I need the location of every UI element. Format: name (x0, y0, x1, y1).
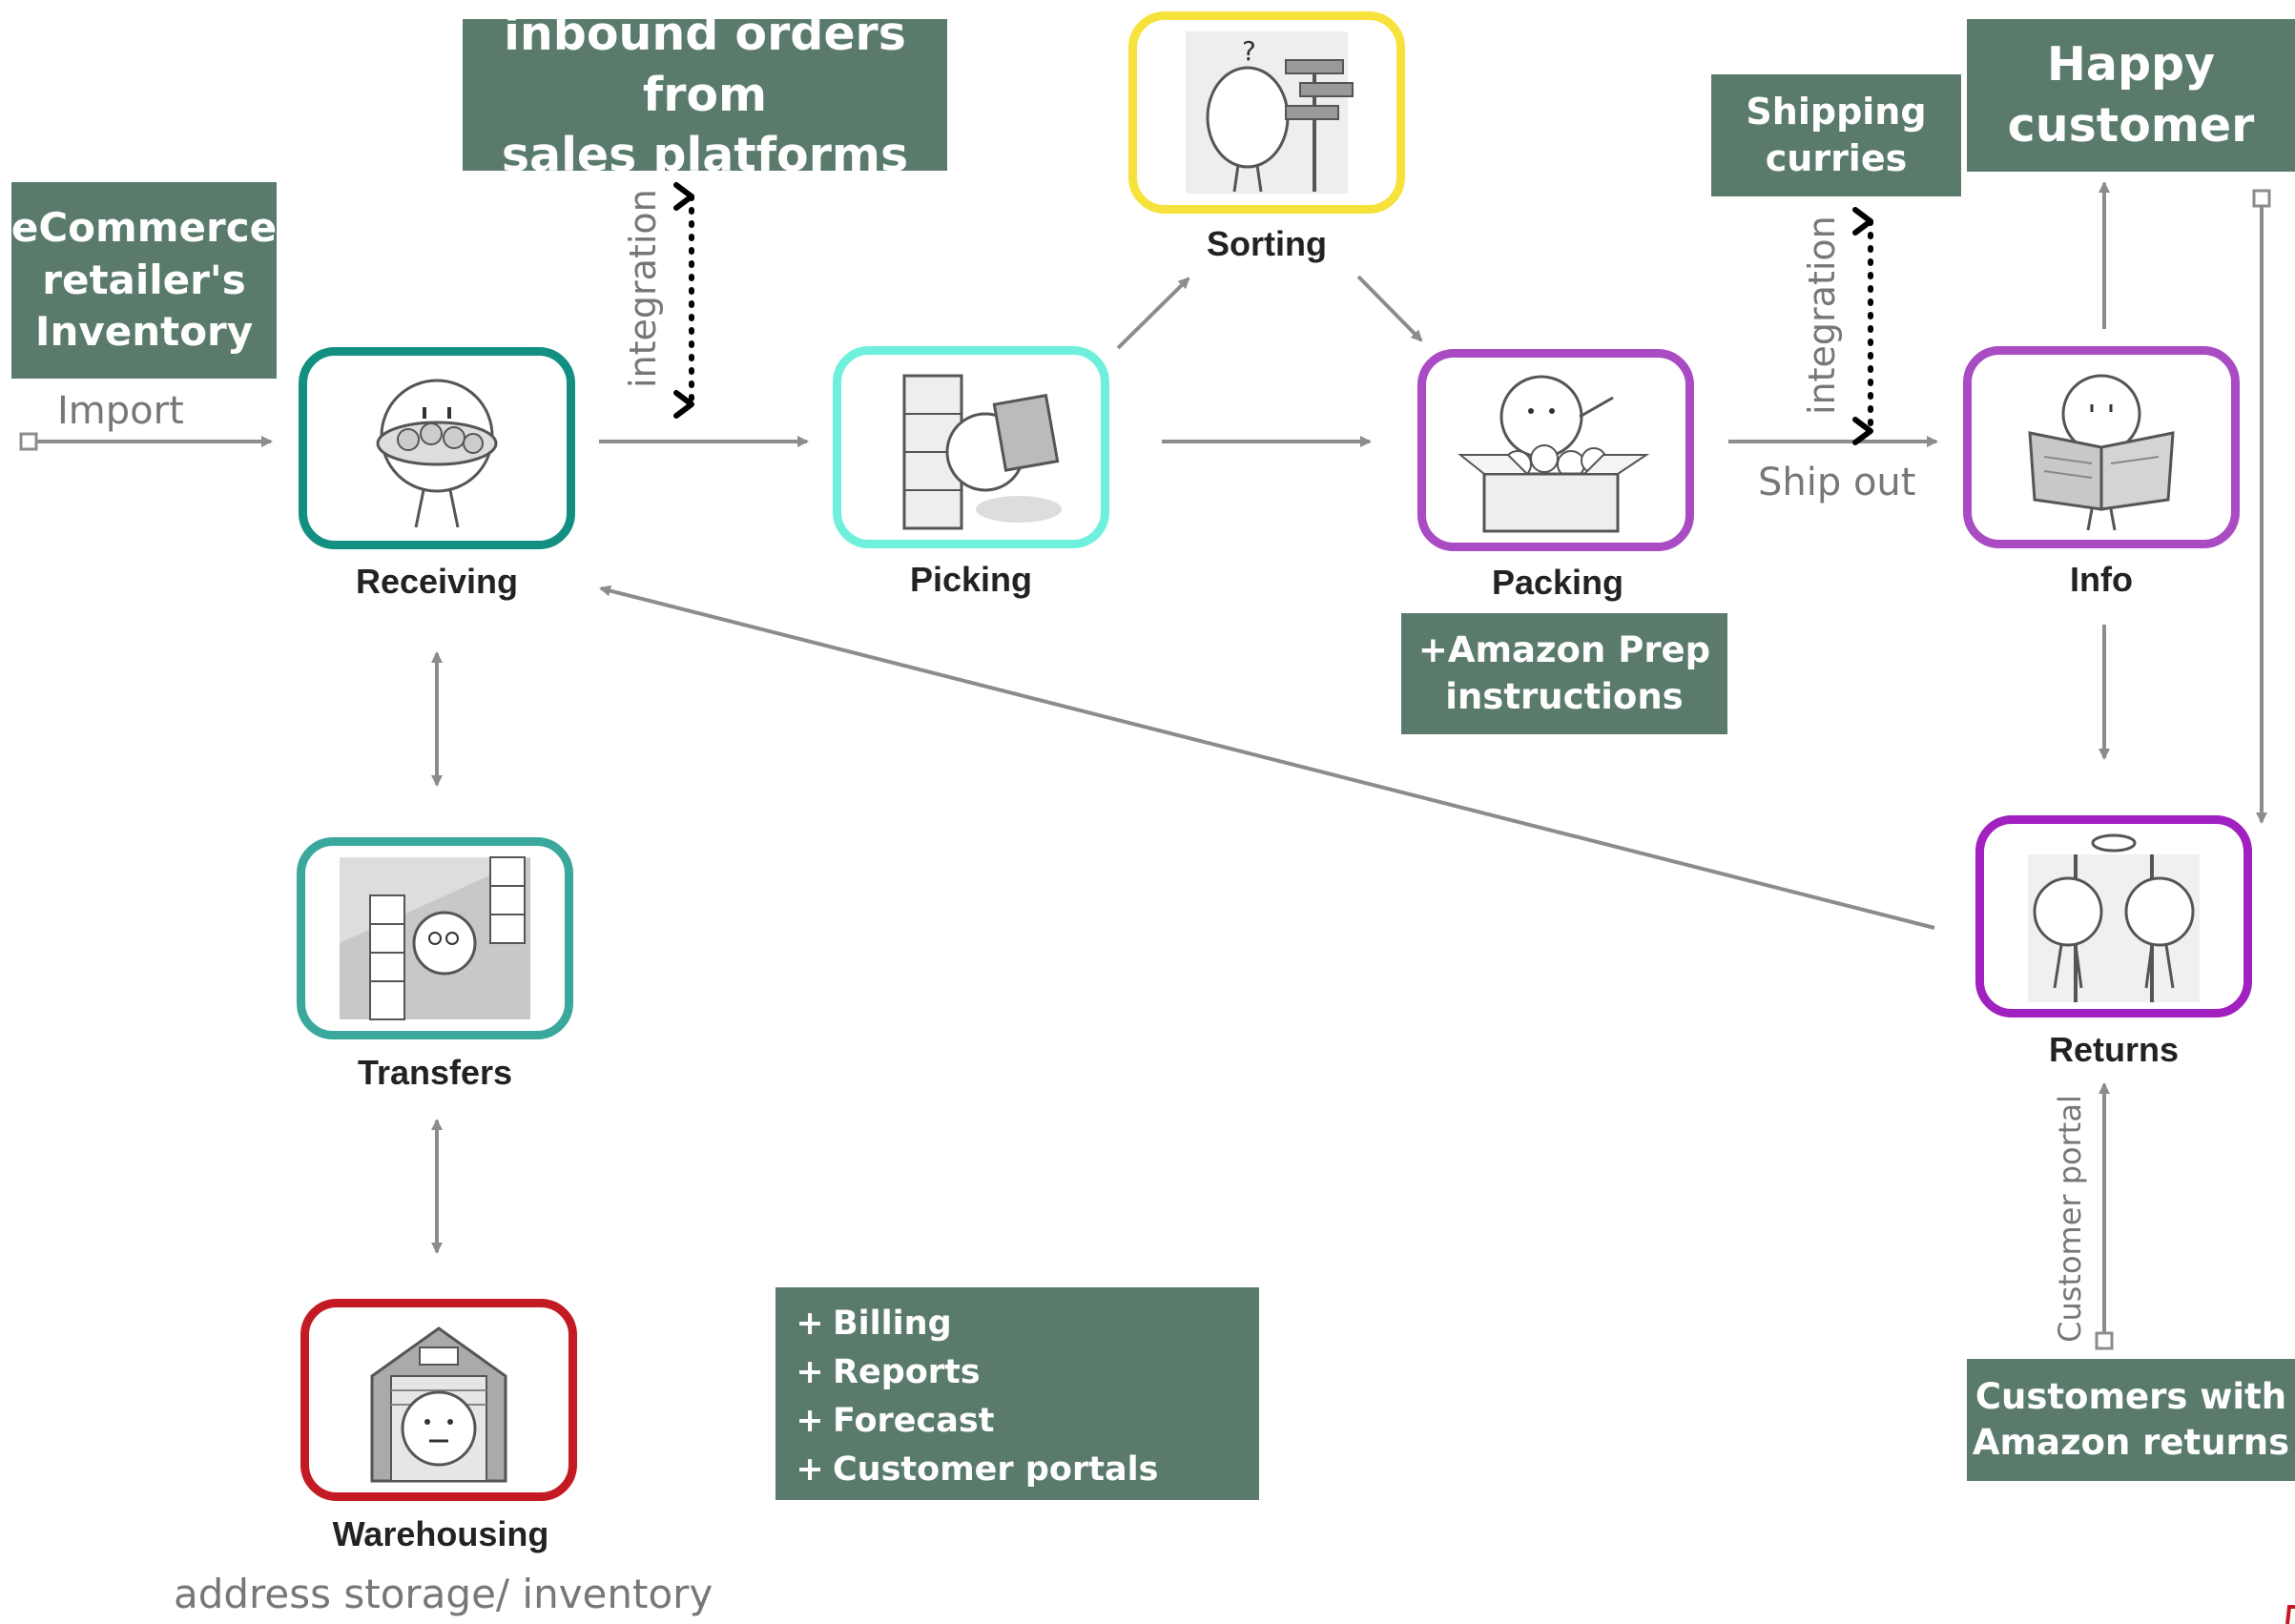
list-item: +Customer portals (787, 1445, 1259, 1493)
import-start-marker (19, 432, 38, 451)
picking-to-sorting-arrow (1116, 277, 1190, 350)
list-item: +Billing (787, 1299, 1259, 1347)
info-node (1963, 346, 2240, 548)
list-item-label: Reports (833, 1352, 981, 1391)
amazon-prep-line-1: +Amazon Prep (1417, 629, 1711, 671)
transfers-label: Transfers (357, 1053, 513, 1092)
returns-to-receiving-arrow (599, 585, 1935, 930)
address-storage-label: address storage/ inventory (174, 1571, 713, 1617)
packing-node (1417, 349, 1694, 551)
extras-list: +Billing +Reports +Forecast +Customer po… (775, 1287, 1259, 1500)
amazon-prep-line-2: instructions (1445, 675, 1684, 717)
info-label: Info (2070, 560, 2133, 599)
picking-node (833, 346, 1109, 548)
happy-return-start-marker (2252, 189, 2271, 208)
returns-character-icon (2028, 833, 2200, 1002)
amazon-returns-line-2: Amazon returns (1972, 1422, 2290, 1463)
receiving-character-icon (376, 379, 498, 528)
list-item-label: Customer portals (833, 1449, 1159, 1489)
returns-label: Returns (2048, 1030, 2180, 1069)
picking-label: Picking (909, 560, 1033, 599)
returns-node (1975, 815, 2252, 1018)
inbound-orders-box: inbound orders from sales platforms (463, 7, 947, 182)
corner-mark (2285, 1605, 2295, 1624)
amazon-returns-line-1: Customers with (1975, 1375, 2287, 1417)
happy-line-2: customer (2007, 98, 2255, 153)
sorting-to-packing-arrow (1356, 275, 1423, 342)
packing-character-icon (1458, 375, 1650, 533)
shipping-line-1: Shipping (1746, 90, 1927, 133)
inventory-line-1: eCommerce (10, 204, 278, 252)
import-label: Import (57, 389, 184, 433)
list-item-label: Billing (833, 1304, 952, 1343)
warehousing-node (300, 1299, 577, 1501)
transfers-character-icon (340, 856, 530, 1020)
plus-icon: + (796, 1401, 824, 1440)
customer-portal-start-marker (2095, 1331, 2114, 1350)
list-item: +Forecast (787, 1396, 1259, 1445)
plus-icon: + (796, 1449, 824, 1489)
list-item: +Reports (787, 1347, 1259, 1396)
inventory-line-2: retailer's (42, 256, 246, 303)
plus-icon: + (796, 1352, 824, 1391)
inventory-line-3: Inventory (34, 308, 254, 356)
shipping-line-2: curries (1765, 137, 1908, 179)
happy-line-1: Happy (2046, 37, 2216, 93)
sorting-node: ? (1128, 11, 1405, 214)
warehousing-label: Warehousing (332, 1514, 549, 1553)
sorting-label: Sorting (1207, 224, 1327, 263)
integration-left-label: integration (622, 189, 664, 388)
integration-right-label: integration (1801, 216, 1843, 415)
receiving-node (299, 347, 575, 549)
customer-portal-label: Customer portal (2052, 1095, 2088, 1343)
plus-icon: + (796, 1304, 824, 1343)
sorting-character-icon: ? (1186, 31, 1354, 194)
receiving-label: Receiving (355, 562, 519, 601)
packing-label: Packing (1491, 563, 1624, 602)
warehousing-character-icon (370, 1326, 507, 1483)
info-character-icon (2028, 374, 2175, 531)
ship-out-label: Ship out (1758, 461, 1916, 504)
transfers-node (297, 837, 573, 1039)
inbound-line-2: sales platforms (501, 128, 909, 183)
picking-character-icon (902, 374, 1062, 530)
svg-text:?: ? (1242, 35, 1256, 67)
inbound-line-1: inbound orders from (504, 6, 906, 122)
list-item-label: Forecast (833, 1401, 995, 1440)
